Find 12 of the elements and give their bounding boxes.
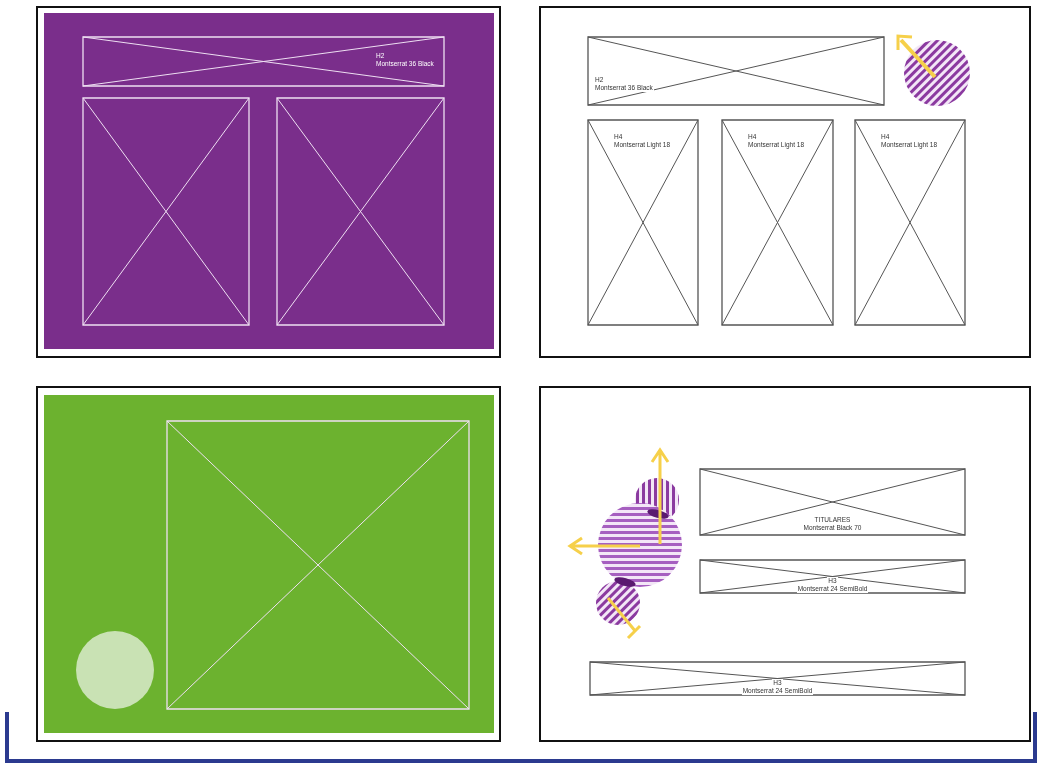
- image-placeholder: [167, 421, 469, 709]
- text-placeholder-box: [83, 37, 444, 86]
- text-placeholder-box: [722, 120, 833, 325]
- text-placeholder-box: [588, 37, 884, 105]
- text-placeholder-box: [855, 120, 965, 325]
- text-placeholder-box: [590, 662, 965, 695]
- circle-graphic: [76, 631, 154, 709]
- text-placeholder-box: [700, 469, 965, 535]
- image-placeholder: [83, 98, 249, 325]
- text-placeholder-box: [588, 120, 698, 325]
- image-placeholder: [277, 98, 444, 325]
- text-placeholder-box: [700, 560, 965, 593]
